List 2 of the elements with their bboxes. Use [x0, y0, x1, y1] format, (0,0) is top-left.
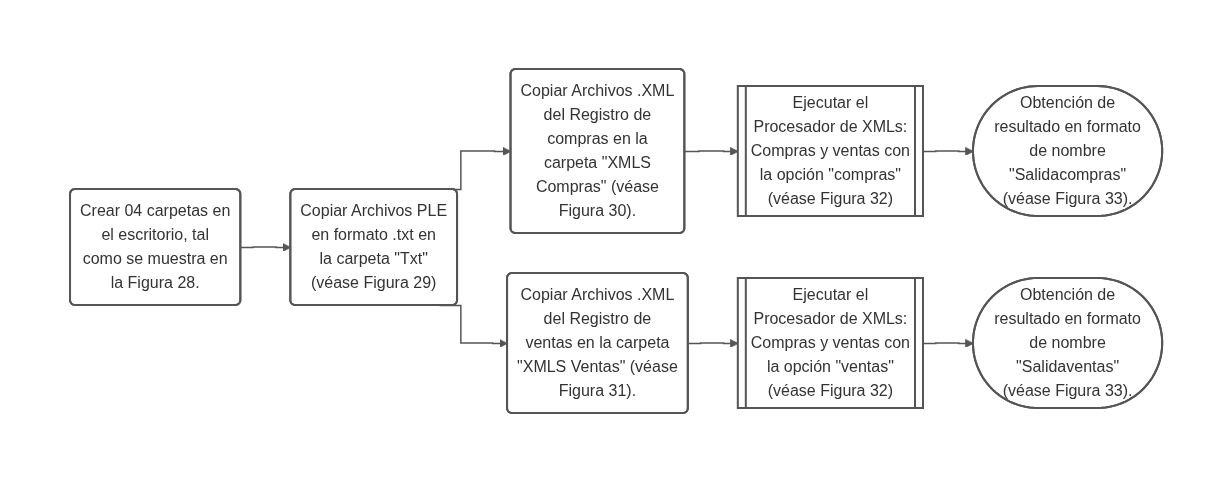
- arrow: [687, 338, 739, 348]
- arrow: [684, 146, 739, 156]
